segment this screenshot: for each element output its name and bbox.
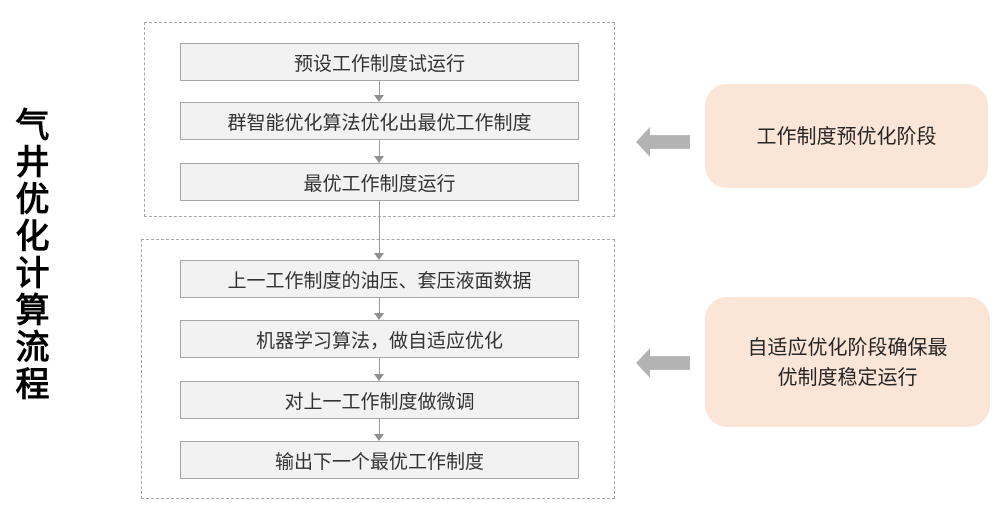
connector-line xyxy=(378,298,380,314)
stage-label-text: 自适应优化阶段确保最优制度稳定运行 xyxy=(747,335,948,389)
left-block-arrow-icon xyxy=(636,348,690,378)
step-previous-schedule-pressure-data: 上一工作制度的油压、套压液面数据 xyxy=(180,260,579,298)
arrowhead-icon xyxy=(374,95,384,102)
arrowhead-icon xyxy=(374,434,384,441)
step-optimal-schedule-running: 最优工作制度运行 xyxy=(180,163,579,201)
adaptive-optimization-group-frame xyxy=(141,239,615,499)
down-arrow-icon xyxy=(374,81,384,102)
step-output-next-optimal-schedule: 输出下一个最优工作制度 xyxy=(180,441,579,479)
step-machine-learning-adaptive-optimization: 机器学习算法，做自适应优化 xyxy=(180,320,579,358)
down-arrow-icon xyxy=(374,358,384,381)
down-arrow-icon xyxy=(374,140,384,163)
step-preset-schedule-trial-run: 预设工作制度试运行 xyxy=(180,43,579,81)
down-arrow-icon xyxy=(374,419,384,441)
left-block-arrow-icon xyxy=(636,127,690,157)
arrowhead-icon xyxy=(374,313,384,320)
arrowhead-icon xyxy=(374,156,384,163)
step-swarm-intelligence-optimization: 群智能优化算法优化出最优工作制度 xyxy=(180,102,579,140)
connector-line xyxy=(378,140,380,157)
stage-label-pre-optimization: 工作制度预优化阶段 xyxy=(705,84,988,188)
arrowhead-icon xyxy=(374,253,384,260)
connector-line xyxy=(378,81,380,96)
diagram-title: 气井优化计算流程 xyxy=(9,107,49,403)
stage-label-text: 工作制度预优化阶段 xyxy=(756,124,937,148)
pre-optimization-group-frame xyxy=(144,22,615,217)
connector-line xyxy=(378,358,380,375)
stage-label-adaptive-optimization: 自适应优化阶段确保最优制度稳定运行 xyxy=(705,297,990,427)
down-arrow-icon xyxy=(374,201,384,260)
down-arrow-icon xyxy=(374,298,384,320)
connector-line xyxy=(378,419,380,435)
arrowhead-icon xyxy=(374,374,384,381)
connector-line xyxy=(378,201,380,254)
step-fine-tune-previous-schedule: 对上一工作制度做微调 xyxy=(180,381,579,419)
